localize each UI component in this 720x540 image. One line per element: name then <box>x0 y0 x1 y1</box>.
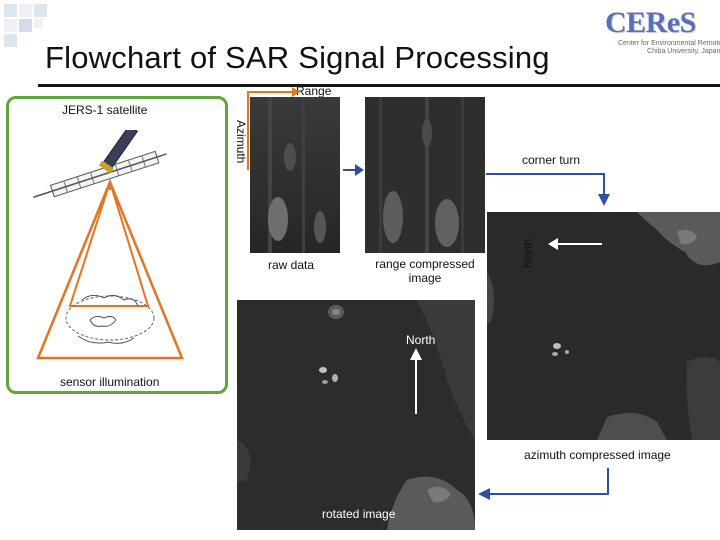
satellite-label: JERS-1 satellite <box>62 103 148 117</box>
page-title: Flowchart of SAR Signal Processing <box>45 40 550 75</box>
range-compressed-image <box>365 97 485 253</box>
azimuth-label: Azimuth <box>234 120 248 164</box>
north-vertical-arrow <box>410 348 422 414</box>
sensor-illumination-label: sensor illumination <box>60 375 160 389</box>
raw-data-image <box>250 97 340 253</box>
raw-to-range-arrow <box>343 164 364 176</box>
logo-subtitle: Center for Environmental Remote Sensing … <box>618 40 720 55</box>
rotated-image-label: rotated image <box>322 507 396 521</box>
corner-turn-arrow <box>486 173 610 206</box>
ceres-logo: CEReS <box>605 6 696 39</box>
azimuth-compressed-label: azimuth compressed image <box>524 448 671 462</box>
range-label: Range <box>296 84 332 98</box>
north-label: North <box>406 333 436 347</box>
title-divider <box>38 84 720 87</box>
azimuth-to-rotated-arrow <box>478 468 609 500</box>
north-horizontal-arrow <box>548 238 602 250</box>
raw-data-label: raw data <box>268 258 315 272</box>
north-vertical-label: North <box>521 238 535 268</box>
range-compressed-label: range compressed image <box>375 257 475 285</box>
range-azimuth-axes <box>247 87 300 170</box>
satellite-illustration <box>33 130 184 360</box>
satellite-frame <box>6 96 228 394</box>
rotated-image <box>237 300 475 530</box>
corner-turn-label: corner turn <box>522 153 581 167</box>
azimuth-compressed-image <box>487 212 720 440</box>
